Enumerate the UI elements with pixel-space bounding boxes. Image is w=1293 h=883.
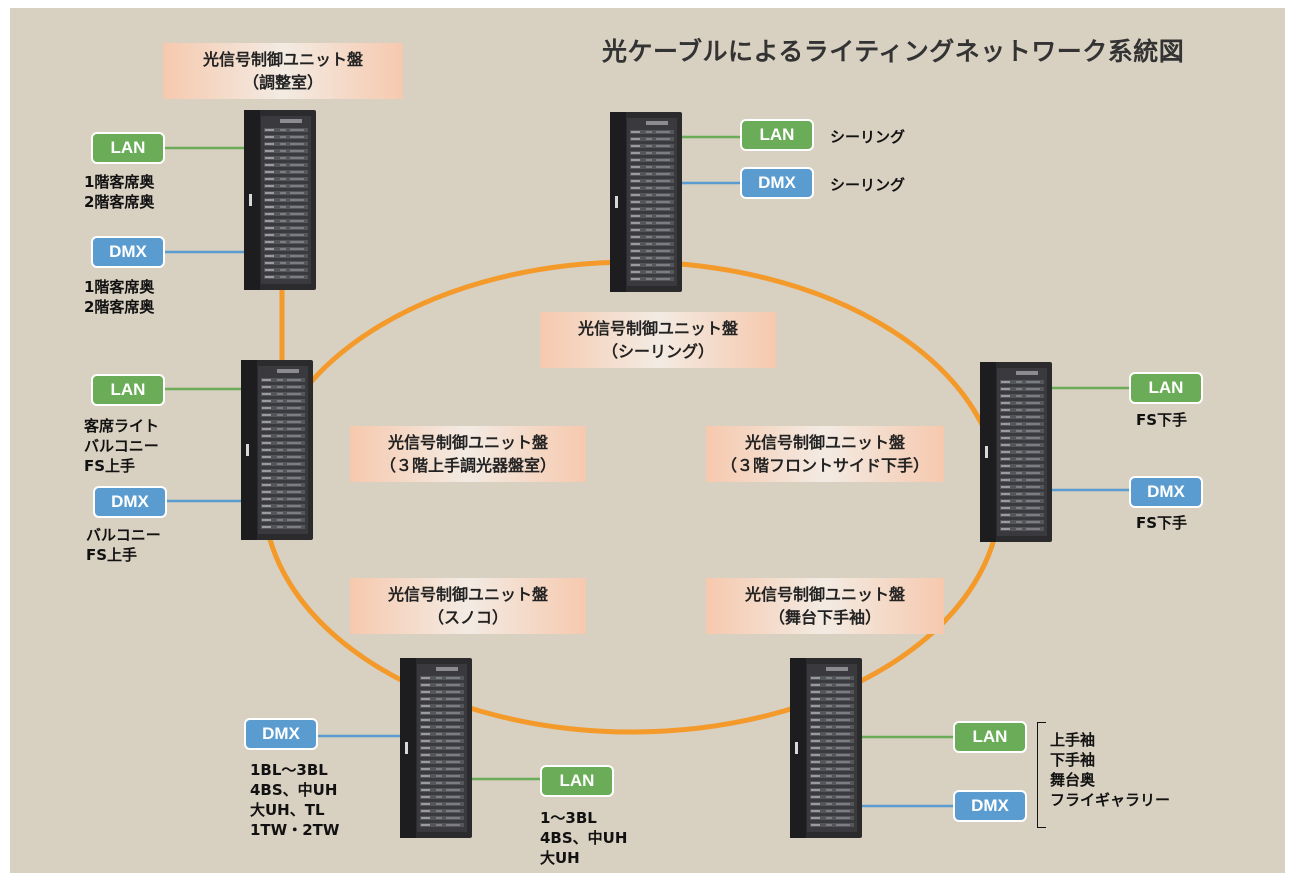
tag-line: 1～3BL	[540, 809, 597, 827]
tag-control-room-dmx: 1階客席奥 2階客席奥	[84, 277, 154, 317]
tag-line: FS上手	[86, 546, 138, 564]
panel-label-sunoko: 光信号制御ユニット盤 （スノコ）	[350, 578, 586, 634]
tag-line: フライギャラリー	[1050, 791, 1171, 809]
tag-line: バルコニー	[86, 526, 161, 544]
tag-line: 4BS、中UH	[250, 781, 338, 799]
tag-ceiling-lan: シーリング	[830, 128, 906, 146]
dmx-badge-wing: DMX	[953, 790, 1027, 822]
panel-label-line1: 光信号制御ユニット盤	[744, 433, 905, 452]
rack-ceiling	[610, 112, 682, 292]
panel-label-line2: （３階上手調光器盤室）	[379, 456, 556, 475]
rack-control-room	[244, 110, 316, 290]
panel-label-control-room: 光信号制御ユニット盤 （調整室）	[163, 43, 403, 99]
lan-badge-sunoko: LAN	[540, 765, 614, 797]
tag-line: 客席ライト	[84, 417, 160, 435]
tag-sunoko-lan: 1～3BL 4BS、中UH 大UH	[540, 808, 627, 868]
rack-sunoko	[400, 658, 472, 838]
tag-line: 舞台奥	[1050, 771, 1096, 789]
dmx-badge-front-side: DMX	[1129, 476, 1203, 508]
panel-label-floor3-front-side: 光信号制御ユニット盤 （３階フロントサイド下手）	[706, 426, 944, 482]
tag-line: 1TW・2TW	[250, 821, 340, 839]
dmx-badge-sunoko: DMX	[244, 718, 318, 750]
tag-line: 2階客席奥	[84, 193, 155, 211]
lan-badge-wing: LAN	[953, 721, 1027, 753]
panel-label-ceiling: 光信号制御ユニット盤 （シーリング）	[540, 312, 776, 368]
panel-label-floor3-stage-right: 光信号制御ユニット盤 （３階上手調光器盤室）	[350, 426, 586, 482]
tag-line: 上手袖	[1050, 731, 1096, 749]
tag-line: 大UH、TL	[250, 801, 325, 819]
tag-ceiling-dmx: シーリング	[830, 176, 906, 194]
rack-stage-left-wing	[790, 658, 862, 838]
tag-wing: 上手袖 下手袖 舞台奥 フライギャラリー	[1050, 730, 1170, 810]
panel-label-line1: 光信号制御ユニット盤	[387, 433, 548, 452]
panel-label-line2: （スノコ）	[427, 608, 508, 627]
lan-badge-front-side: LAN	[1129, 372, 1203, 404]
tag-line: FS上手	[84, 457, 136, 475]
panel-label-line2: （舞台下手袖）	[768, 608, 881, 627]
tag-line: 2階客席奥	[84, 298, 155, 316]
tag-line: 大UH	[540, 849, 580, 867]
lan-badge-ceiling: LAN	[740, 119, 814, 151]
dmx-badge-floor3: DMX	[93, 486, 167, 518]
lan-badge-floor3: LAN	[91, 374, 165, 406]
tag-floor3-dmx: バルコニー FS上手	[86, 525, 161, 565]
tag-line: 1階客席奥	[84, 173, 155, 191]
rack-floor3-front-side	[980, 362, 1052, 542]
panel-label-line1: 光信号制御ユニット盤	[202, 50, 363, 69]
wing-bracket	[1037, 722, 1046, 828]
tag-line: 4BS、中UH	[540, 829, 628, 847]
panel-label-stage-left-wing: 光信号制御ユニット盤 （舞台下手袖）	[706, 578, 944, 634]
panel-label-line1: 光信号制御ユニット盤	[387, 585, 548, 604]
panel-label-line1: 光信号制御ユニット盤	[577, 319, 738, 338]
dmx-badge-control-room: DMX	[91, 236, 165, 268]
dmx-badge-ceiling: DMX	[740, 167, 814, 199]
tag-line: 下手袖	[1050, 751, 1096, 769]
tag-control-room-lan: 1階客席奥 2階客席奥	[84, 172, 154, 212]
panel-label-line2: （シーリング）	[601, 342, 714, 361]
rack-floor3-stage-right	[241, 360, 313, 540]
tag-front-side-lan: FS下手	[1136, 411, 1188, 429]
tag-line: バルコニー	[84, 437, 159, 455]
diagram-title: 光ケーブルによるライティングネットワーク系統図	[602, 37, 1185, 66]
tag-front-side-dmx: FS下手	[1136, 514, 1188, 532]
tag-floor3-lan: 客席ライト バルコニー FS上手	[84, 416, 159, 476]
panel-label-line2: （３階フロントサイド下手）	[720, 456, 929, 475]
panel-label-line2: （調整室）	[242, 73, 323, 92]
panel-label-line1: 光信号制御ユニット盤	[744, 585, 905, 604]
tag-line: 1階客席奥	[84, 278, 155, 296]
tag-line: 1BL～3BL	[250, 761, 328, 779]
lan-badge-control-room: LAN	[91, 132, 165, 164]
tag-sunoko-dmx: 1BL～3BL 4BS、中UH 大UH、TL 1TW・2TW	[250, 760, 339, 840]
